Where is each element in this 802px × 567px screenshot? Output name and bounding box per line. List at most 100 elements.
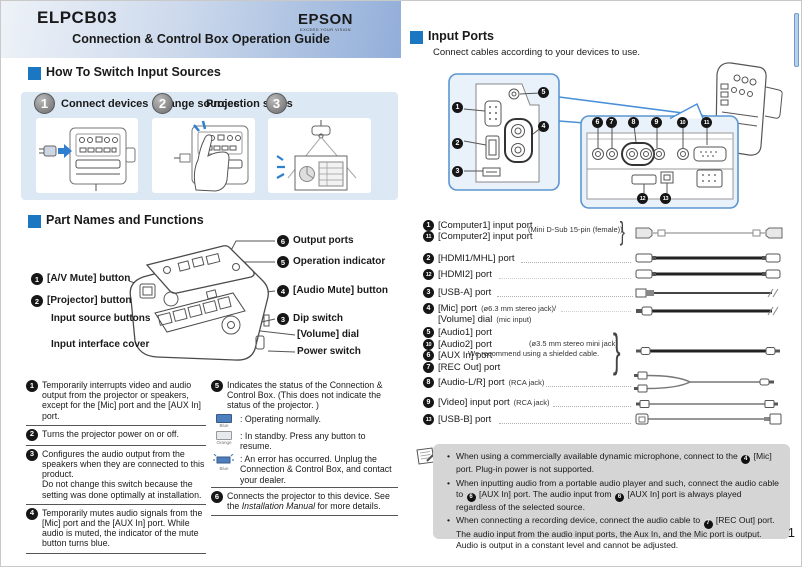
callout-badge-6: 6 bbox=[277, 235, 289, 247]
step3-projection-illustration bbox=[268, 118, 371, 193]
dsub-annotation: (Mini D-Sub 15-pin (female)) bbox=[528, 225, 623, 234]
description-item-1: 1 Temporarily interrupts video and audio… bbox=[26, 380, 206, 421]
inline-badge-6: 6 bbox=[614, 493, 624, 503]
diagram-badge-5: 5 bbox=[538, 87, 549, 98]
input-ports-subtitle: Connect cables according to your devices… bbox=[433, 47, 641, 58]
dotted-leader bbox=[499, 278, 631, 279]
port-row-volume-dial: [Volume] dial (mic input) bbox=[438, 314, 532, 325]
callout-badge-5: 5 bbox=[277, 256, 289, 268]
section-bullet-square bbox=[410, 31, 423, 44]
hdmi2-cable-icon bbox=[634, 266, 784, 282]
vga-cable-icon bbox=[634, 225, 784, 241]
desc-text-1: Temporarily interrupts video and audio o… bbox=[42, 380, 201, 421]
port-row-usb-a: 3 [USB-A] port bbox=[423, 287, 491, 298]
diagram-badge-1: 1 bbox=[452, 102, 463, 113]
desc-badge-1: 1 bbox=[26, 380, 38, 392]
port-row-mic: 4 [Mic] port (ø6.3 mm stereo jack)/ bbox=[423, 303, 556, 314]
diagram-badge-4: 4 bbox=[538, 121, 549, 132]
divider bbox=[26, 424, 206, 426]
indicator-blue-icon: Blue bbox=[213, 413, 235, 428]
notes-panel: When using a commercially available dyna… bbox=[433, 444, 790, 550]
desc-badge-4: 4 bbox=[26, 507, 38, 520]
descriptions-column-2: 5 Indicates the status of the Connection… bbox=[211, 377, 398, 518]
callout-output-ports: Output ports bbox=[293, 235, 354, 246]
section-heading-input-ports: Input Ports bbox=[428, 29, 494, 43]
divider bbox=[26, 444, 206, 446]
step2-change-source-illustration bbox=[152, 118, 255, 193]
step-badge-3: 3 bbox=[266, 93, 287, 114]
port-row-rec-out: 7 [REC Out] port bbox=[423, 362, 500, 373]
desc-badge-2: 2 bbox=[26, 428, 38, 441]
step-label-2: Change sources bbox=[154, 98, 240, 110]
desc-text-4: Temporarily mutes audio signals from the… bbox=[42, 507, 203, 549]
section-heading-part-names: Part Names and Functions bbox=[46, 213, 204, 227]
input-ports-diagram bbox=[406, 57, 798, 215]
installation-manual-ref: Installation Manual bbox=[241, 501, 316, 512]
callout-badge-3: 3 bbox=[277, 313, 289, 325]
diagram-badge-10: 10 bbox=[677, 117, 688, 128]
group-brace-icon: } bbox=[612, 324, 621, 376]
rca-to-minijack-cable-icon bbox=[632, 369, 784, 395]
port-row-hdmi2: 12 [HDMI2] port bbox=[423, 269, 492, 280]
page-edge-tab bbox=[794, 13, 799, 67]
step1-connect-illustration bbox=[36, 118, 138, 193]
callout-badge-2: 2 bbox=[31, 295, 43, 307]
desc-text-6: Connects the projector to this device. S… bbox=[227, 490, 390, 512]
diagram-badge-6: 6 bbox=[592, 117, 603, 128]
status-state-normal: Blue : Operating normally. bbox=[213, 413, 398, 428]
port-row-computer1: 1 [Computer1] input port bbox=[423, 220, 533, 231]
model-name: ELPCB03 bbox=[37, 8, 118, 27]
port-row-audio1: 5 [Audio1] port bbox=[423, 327, 492, 338]
callout-input-source-buttons: Input source buttons bbox=[51, 313, 151, 324]
inline-badge-6: 6 bbox=[466, 493, 476, 503]
port-row-hdmi1: 2 [HDMI1/MHL] port bbox=[423, 253, 515, 264]
note-bullet-aux: When inputting audio from a portable aud… bbox=[447, 478, 780, 514]
diagram-badge-12: 12 bbox=[637, 193, 648, 204]
port-row-usb-b: 13 [USB-B] port bbox=[423, 414, 491, 425]
status-state-error: Blue : An error has occurred. Unplug the… bbox=[213, 454, 398, 485]
header-band bbox=[1, 1, 401, 58]
dotted-leader bbox=[497, 296, 633, 297]
description-item-3: 3 Configures the audio output from the s… bbox=[26, 448, 206, 500]
callout-badge-1: 1 bbox=[31, 273, 43, 285]
diagram-badge-7: 7 bbox=[606, 117, 617, 128]
dotted-leader bbox=[521, 262, 631, 263]
minijack-annotation: (ø3.5 mm stereo mini jack) bbox=[529, 339, 618, 348]
desc-text-3: Configures the audio output from the spe… bbox=[42, 448, 205, 500]
divider bbox=[26, 552, 206, 554]
desc-badge-6: 6 bbox=[211, 490, 223, 503]
desc-text-5: Indicates the status of the Connection &… bbox=[227, 380, 383, 411]
divider bbox=[211, 515, 398, 517]
indicator-orange-icon: Orange bbox=[213, 430, 235, 445]
dotted-leader bbox=[561, 311, 631, 312]
callout-badge-4: 4 bbox=[277, 285, 289, 297]
callout-projector-button: [Projector] button bbox=[47, 295, 132, 306]
step-label-1: Connect devices bbox=[61, 98, 149, 110]
diagram-badge-3: 3 bbox=[452, 166, 463, 177]
port-row-video: 9 [Video] input port (RCA jack) bbox=[423, 397, 550, 408]
usb-b-cable-icon bbox=[634, 411, 784, 427]
dotted-leader bbox=[499, 423, 631, 424]
section-bullet-square bbox=[28, 67, 41, 80]
audio-minijack-cable-icon bbox=[634, 343, 784, 359]
description-item-2: 2 Turns the projector power on or off. bbox=[26, 428, 206, 441]
description-item-5: 5 Indicates the status of the Connection… bbox=[211, 380, 398, 411]
diagram-badge-9: 9 bbox=[651, 117, 662, 128]
status-error-text: : An error has occurred. Unplug the Conn… bbox=[240, 454, 392, 485]
device-illustration bbox=[21, 229, 398, 377]
callout-audio-mute-button: [Audio Mute] button bbox=[293, 285, 388, 296]
inline-badge-4: 4 bbox=[741, 455, 751, 465]
callout-operation-indicator: Operation indicator bbox=[293, 256, 386, 267]
dotted-leader bbox=[553, 406, 631, 407]
description-item-6: 6 Connects the projector to this device.… bbox=[211, 490, 398, 512]
port-row-audio-lr: 8 [Audio-L/R] port (RCA jack) bbox=[423, 377, 544, 388]
callout-power-switch: Power switch bbox=[297, 346, 361, 357]
shielded-cable-annotation: We recommend using a shielded cable. bbox=[468, 349, 600, 358]
status-state-standby: Orange : In standby. Press any button to… bbox=[213, 430, 398, 451]
rca-cable-icon bbox=[634, 396, 784, 412]
desc-badge-3: 3 bbox=[26, 448, 38, 461]
descriptions-column-1: 1 Temporarily interrupts video and audio… bbox=[26, 377, 206, 556]
note-bullet-mic: When using a commercially available dyna… bbox=[447, 451, 780, 476]
desc-text-2: Turns the projector power on or off. bbox=[42, 428, 179, 439]
